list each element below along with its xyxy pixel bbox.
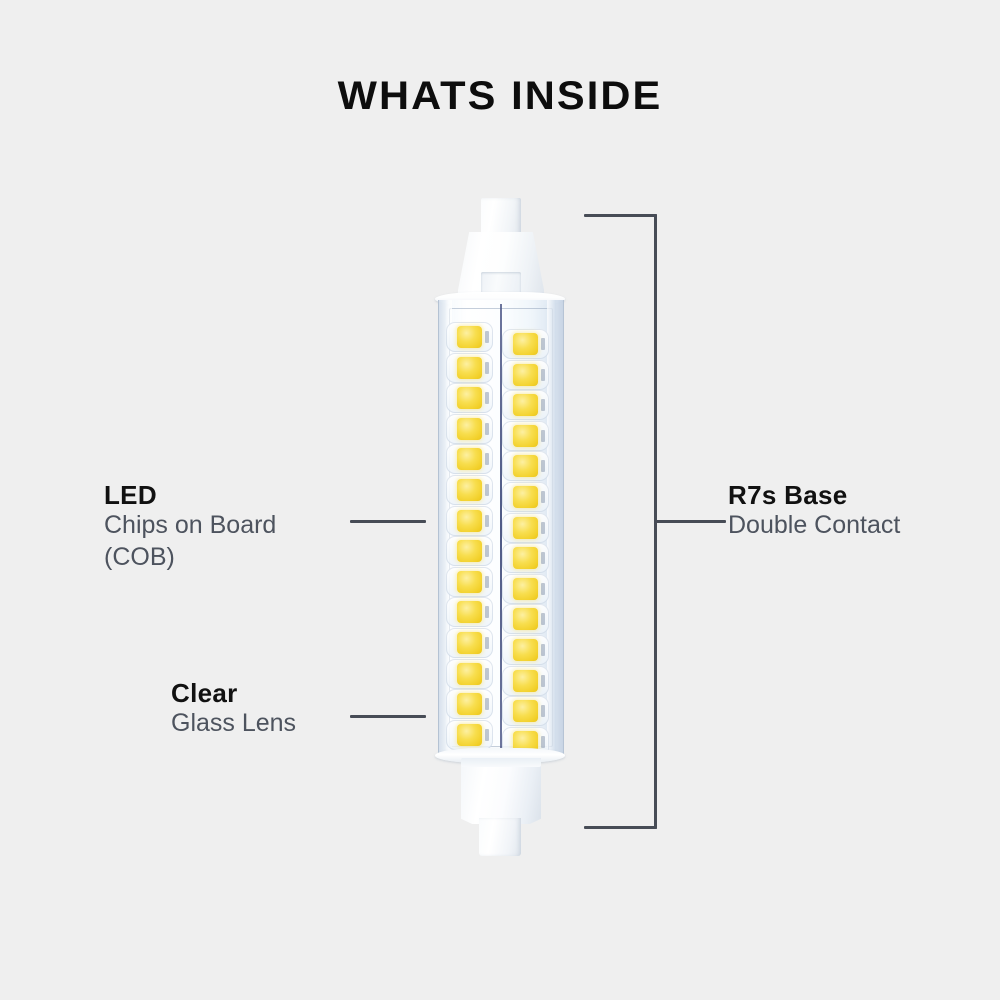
led-solder-notch — [541, 705, 545, 718]
led-chip — [457, 601, 482, 624]
led-solder-notch — [541, 552, 545, 565]
glass-tube — [438, 300, 564, 755]
callout-base: R7s Base Double Contact — [728, 480, 901, 542]
led-chip — [513, 486, 538, 508]
callout-clear-subline-1: Glass Lens — [171, 709, 297, 738]
led-solder-notch — [485, 361, 489, 374]
led-chip — [457, 326, 482, 348]
led-solder-notch — [485, 606, 489, 619]
led-chip — [457, 417, 482, 440]
led-chip — [513, 333, 538, 355]
bracket-vertical — [654, 214, 657, 829]
led-chip — [457, 693, 482, 716]
led-solder-notch — [485, 453, 489, 466]
leader-line-clear — [350, 715, 426, 718]
led-solder-notch — [485, 698, 489, 711]
led-solder-notch — [541, 399, 545, 412]
led-chip — [513, 424, 538, 447]
callout-base-heading: R7s Base — [728, 480, 848, 510]
led-solder-notch — [485, 331, 489, 343]
bottom-shoulder — [461, 758, 541, 824]
led-chip — [513, 639, 538, 661]
top-contact-pin — [481, 198, 521, 236]
led-solder-notch — [541, 368, 545, 381]
led-solder-notch — [485, 728, 489, 741]
callout-led-subline-2: (COB) — [104, 542, 175, 571]
led-chip — [457, 448, 482, 471]
led-solder-notch — [541, 338, 545, 350]
callout-base-subline-1: Double Contact — [728, 511, 901, 540]
led-chip — [513, 700, 538, 723]
led-solder-notch — [485, 667, 489, 680]
board-center-divider — [500, 304, 502, 751]
callout-led-subline-1: Chips on Board — [104, 511, 277, 540]
led-chip — [457, 540, 482, 563]
led-chip — [513, 455, 538, 478]
led-solder-notch — [485, 484, 489, 496]
bottom-contact-pin — [479, 818, 521, 856]
callout-led-heading: LED — [104, 480, 157, 510]
callout-clear: Clear Glass Lens — [171, 678, 297, 740]
callout-led: LED Chips on Board (COB) — [104, 480, 277, 573]
led-solder-notch — [485, 514, 489, 527]
glass-highlight-right — [547, 300, 556, 755]
bracket-top-arm — [584, 214, 657, 217]
led-solder-notch — [541, 735, 545, 748]
page-title: WHATS INSIDE — [337, 74, 663, 118]
led-solder-notch — [541, 491, 545, 503]
led-chip — [457, 387, 482, 410]
led-chip — [513, 547, 538, 570]
callout-clear-heading: Clear — [171, 678, 238, 708]
led-solder-notch — [541, 644, 545, 656]
led-solder-notch — [485, 545, 489, 558]
led-chip — [513, 516, 538, 539]
led-solder-notch — [541, 521, 545, 534]
led-chip — [513, 363, 538, 386]
leader-line-led — [350, 520, 426, 523]
led-chip — [513, 669, 538, 692]
led-solder-notch — [541, 460, 545, 473]
led-chip — [513, 730, 538, 753]
led-chip — [457, 479, 482, 501]
led-solder-notch — [541, 582, 545, 595]
led-chip — [457, 632, 482, 654]
bottom-shoulder-cap — [461, 758, 541, 767]
led-solder-notch — [485, 575, 489, 588]
bracket-label-tick — [656, 520, 726, 523]
led-chip — [457, 570, 482, 593]
led-chip — [457, 356, 482, 379]
led-chip — [513, 577, 538, 600]
led-chip — [513, 608, 538, 631]
led-solder-notch — [541, 613, 545, 626]
led-solder-notch — [541, 429, 545, 442]
bracket-bottom-arm — [584, 826, 657, 829]
led-solder-notch — [485, 392, 489, 405]
led-chip — [513, 394, 538, 417]
led-solder-notch — [485, 422, 489, 435]
led-chip — [457, 723, 482, 746]
led-solder-notch — [485, 637, 489, 649]
led-chip — [457, 509, 482, 532]
led-solder-notch — [541, 674, 545, 687]
led-chip — [457, 662, 482, 685]
